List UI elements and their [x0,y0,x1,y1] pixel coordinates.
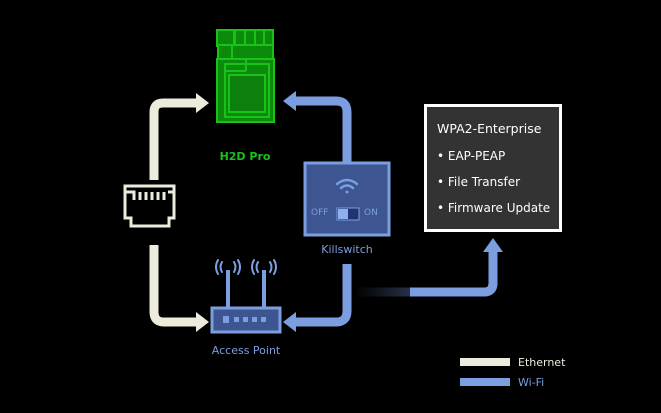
wpa-item: • Firmware Update [437,201,551,215]
ethernet-link-to-access-point [149,245,209,332]
arrow-head-icon [283,91,296,111]
h2d-pro-label: H2D Pro [219,150,271,163]
legend-wifi: Wi-Fi [460,374,600,390]
legend-swatch-wifi [460,378,510,386]
legend-swatch-ethernet [460,358,510,366]
access-point-label: Access Point [211,344,281,357]
arrow-head-icon [283,312,296,332]
wpa-item: • EAP-PEAP [437,149,506,163]
ethernet-port-icon [123,184,176,228]
legend-label: Ethernet [518,355,566,369]
wifi-link-to-h2d [283,91,352,162]
legend-ethernet: Ethernet [460,354,600,370]
wpa2-enterprise-box: WPA2-Enterprise • EAP-PEAP • File Transf… [424,104,562,232]
toggle-on-label: ON [364,208,378,218]
wpa-item: • File Transfer [437,175,521,189]
wifi-link-to-wpa-box [355,238,503,297]
wpa-title: WPA2-Enterprise [437,121,542,136]
arrow-head-icon [196,312,209,332]
killswitch-panel[interactable] [303,161,391,237]
signal-waves-icon [215,259,277,275]
h2d-pro-icon [216,29,275,123]
legend-label: Wi-Fi [518,375,545,389]
wifi-link-to-access-point [283,264,352,332]
wifi-icon [335,178,359,194]
ethernet-link-to-h2d [149,93,209,180]
toggle-off-label: OFF [311,208,329,218]
killswitch-toggle[interactable] [336,207,360,221]
killswitch-label: Killswitch [321,243,373,256]
access-point-icon [210,259,282,334]
arrow-head-icon [196,93,209,113]
arrow-head-icon [483,238,503,252]
